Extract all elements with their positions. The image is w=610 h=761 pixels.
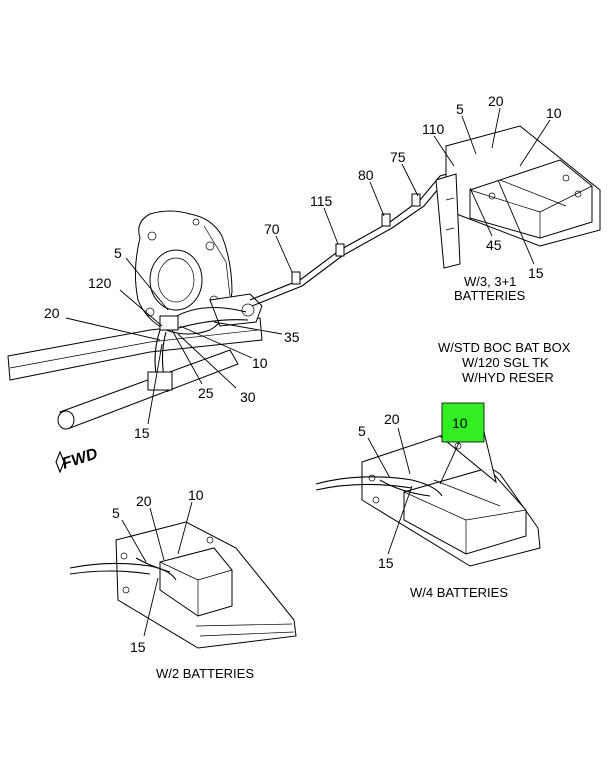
top-batteries-label-line2: BATTERIES [454, 288, 526, 303]
callout-30: 30 [240, 389, 256, 405]
callout-15-mid: 15 [134, 425, 150, 441]
top-batteries-label-line1: W/3, 3+1 [464, 274, 516, 289]
callout-5-w4: 5 [358, 423, 366, 439]
callout-10-top: 10 [546, 105, 562, 121]
condition-note-line2: W/120 SGL TK [462, 355, 549, 370]
callout-15-w4: 15 [378, 555, 394, 571]
callout-20-top: 20 [488, 93, 504, 109]
callout-20-mid: 20 [44, 305, 60, 321]
callout-labels: 5 20 10 110 75 80 115 70 45 15 5 120 20 … [44, 93, 562, 655]
callout-5-top: 5 [456, 101, 464, 117]
condition-note-line1: W/STD BOC BAT BOX [438, 340, 571, 355]
callout-45: 45 [486, 237, 502, 253]
callout-5-mid: 5 [114, 245, 122, 261]
callout-70: 70 [264, 221, 280, 237]
callout-15-w2: 15 [130, 639, 146, 655]
engine-flywheel-housing [134, 210, 263, 335]
callout-75: 75 [390, 149, 406, 165]
condition-note-line3: W/HYD RESER [462, 370, 554, 385]
highlight-box [441, 402, 485, 443]
callout-25: 25 [198, 385, 214, 401]
leader-lines [65, 107, 551, 637]
frame-rail-assembly [7, 317, 263, 430]
w2-batteries-label: W/2 BATTERIES [156, 666, 254, 681]
callout-80: 80 [358, 167, 374, 183]
battery-box-4-batteries [315, 431, 541, 567]
callout-10-mid: 10 [252, 355, 268, 371]
captions: W/3, 3+1 BATTERIES W/STD BOC BAT BOX W/1… [156, 274, 571, 681]
w4-batteries-label: W/4 BATTERIES [410, 585, 508, 600]
callout-115: 115 [310, 193, 333, 209]
battery-box-2-batteries [69, 521, 297, 649]
callout-10-w4: 10 [452, 415, 468, 431]
callout-120: 120 [88, 275, 112, 291]
callout-110: 110 [422, 121, 445, 137]
callout-35: 35 [284, 329, 300, 345]
fwd-label: FWD [60, 445, 100, 473]
callout-5-w2: 5 [112, 505, 120, 521]
callout-15-top: 15 [528, 265, 544, 281]
callout-20-w2: 20 [136, 493, 152, 509]
battery-box-3-batteries [435, 125, 601, 269]
callout-20-w4: 20 [384, 411, 400, 427]
fwd-indicator: FWD [55, 445, 100, 474]
callout-10-w2: 10 [188, 487, 204, 503]
